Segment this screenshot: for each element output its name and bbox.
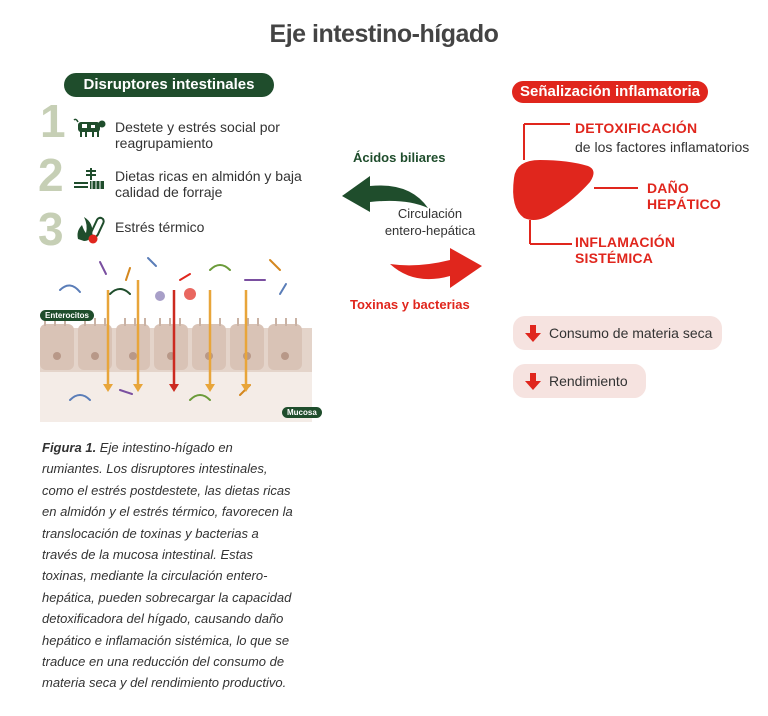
disruptor-number-2: 2 [38, 149, 64, 201]
detox-title: DETOXIFICACIÓN [575, 120, 698, 136]
figure-caption: Figura 1. Eje intestino-hígado en rumian… [42, 440, 293, 691]
page-title: Eje intestino-hígado [269, 20, 499, 48]
arrow-down-icon [525, 325, 541, 342]
thermometer-icon [77, 216, 105, 244]
grain-icon [74, 168, 104, 189]
systemic-inflammation-label: INFLAMACIÓN SISTÉMICA [575, 234, 676, 266]
toxins-arrow [390, 248, 482, 288]
liver-damage-label: DAÑO HEPÁTICO [647, 180, 721, 212]
liver-icon [513, 123, 638, 245]
disruptor-number-1: 1 [40, 95, 66, 147]
enterocytes-label: Enterocitos [40, 310, 95, 321]
result-dry-matter: Consumo de materia seca [513, 316, 722, 350]
arrow-down-icon [525, 373, 541, 390]
bile-acids-label: Ácidos biliares [353, 150, 446, 165]
intestine-illustration [40, 257, 312, 422]
circulation-label: Circulación entero-hepática [384, 206, 476, 238]
toxins-label: Toxinas y bacterias [350, 297, 470, 312]
disruptor-text-1: Destete y estrés social por reagrupamien… [115, 119, 280, 151]
disruptor-text-3: Estrés térmico [115, 219, 205, 235]
bile-acids-arrow [342, 176, 428, 212]
detox-subtitle: de los factores inflamatorios [575, 139, 750, 155]
result-performance: Rendimiento [513, 364, 646, 398]
disruptors-header: Disruptores intestinales [64, 73, 274, 97]
mucosa-label: Mucosa [282, 407, 322, 418]
disruptor-text-2: Dietas ricas en almidón y baja calidad d… [115, 168, 302, 200]
disruptor-number-3: 3 [38, 203, 64, 255]
inflammatory-header: Señalización inflamatoria [512, 81, 708, 103]
cow-icon [73, 118, 106, 137]
